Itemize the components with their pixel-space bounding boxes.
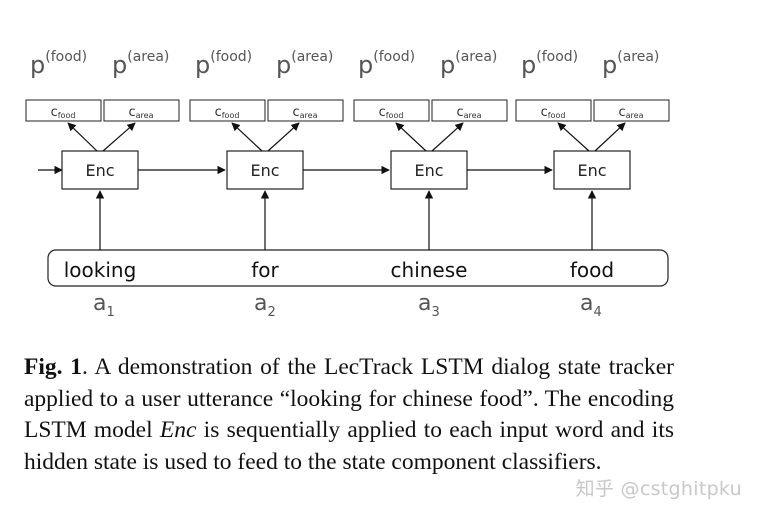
- action-label-3: a3: [418, 291, 440, 320]
- classifier-area-1: carea: [129, 105, 154, 120]
- encoder-box-4: [553, 150, 631, 190]
- encoder-label-1: Enc: [85, 161, 114, 180]
- time-step-3: p(food) p(area) cfood carea Enc chinese …: [353, 49, 508, 320]
- encoder-label-3: Enc: [414, 161, 443, 180]
- output-area-2: p(area): [276, 49, 333, 79]
- encoder-label-2: Enc: [250, 161, 279, 180]
- utterance-word-2: for: [251, 258, 279, 282]
- encoder-to-food-arrow-2: [231, 122, 263, 152]
- output-food-2: p(food): [195, 49, 252, 79]
- lectrack-diagram: p(food) p(area) cfood carea Enc looking …: [25, 49, 670, 320]
- classifier-food-3: cfood: [379, 105, 404, 120]
- watermark: 知乎 @cstghitpku: [575, 478, 742, 500]
- encoder-to-area-arrow-4: [594, 122, 626, 152]
- classifier-food-4: cfood: [541, 105, 566, 120]
- classifier-food-box-4: [515, 99, 592, 122]
- time-step-1: p(food) p(area) cfood carea Enc looking …: [25, 49, 180, 320]
- encoder-to-area-arrow-1: [102, 122, 136, 152]
- classifier-food-2: cfood: [215, 105, 240, 120]
- encoder-label-4: Enc: [577, 161, 606, 180]
- output-area-4: p(area): [602, 49, 659, 79]
- encoder-to-food-arrow-1: [67, 122, 98, 152]
- classifier-area-2: carea: [293, 105, 318, 120]
- classifier-area-box-2: [267, 99, 344, 122]
- classifier-area-3: carea: [457, 105, 482, 120]
- time-step-4: p(food) p(area) cfood carea Enc food a4: [515, 49, 670, 320]
- classifier-food-box-3: [353, 99, 430, 122]
- output-food-1: p(food): [30, 49, 87, 79]
- classifier-food-1: cfood: [51, 105, 76, 120]
- action-label-1: a1: [93, 291, 115, 320]
- encoder-to-area-arrow-2: [267, 122, 300, 152]
- output-food-3: p(food): [358, 49, 415, 79]
- output-area-1: p(area): [112, 49, 169, 79]
- caption-text-part-2: is sequentially applied to each input wo…: [24, 417, 674, 475]
- utterance-word-1: looking: [64, 258, 137, 282]
- encoder-to-food-arrow-4: [557, 122, 590, 152]
- classifier-food-box-2: [189, 99, 266, 122]
- output-food-4: p(food): [521, 49, 578, 79]
- figure-caption: Fig. 1. A demonstration of the LecTrack …: [24, 352, 674, 478]
- action-label-4: a4: [580, 291, 602, 320]
- time-step-2: p(food) p(area) cfood carea Enc for a2: [189, 49, 344, 320]
- action-label-2: a2: [254, 291, 276, 320]
- classifier-area-box-1: [103, 99, 180, 122]
- utterance-word-4: food: [570, 258, 614, 282]
- classifier-food-box-1: [25, 99, 102, 122]
- output-area-3: p(area): [440, 49, 497, 79]
- utterance-word-3: chinese: [391, 258, 468, 282]
- caption-text-part-1: . A demonstration of the LecTrack LSTM d…: [24, 354, 674, 443]
- classifier-area-4: carea: [619, 105, 644, 120]
- caption-label: Fig. 1: [24, 354, 83, 380]
- encoder-to-food-arrow-3: [395, 122, 427, 152]
- utterance-box: [47, 249, 669, 287]
- encoder-to-area-arrow-3: [431, 122, 464, 152]
- classifier-area-box-3: [431, 99, 508, 122]
- caption-model-name: Enc: [159, 417, 197, 443]
- classifier-area-box-4: [593, 99, 670, 122]
